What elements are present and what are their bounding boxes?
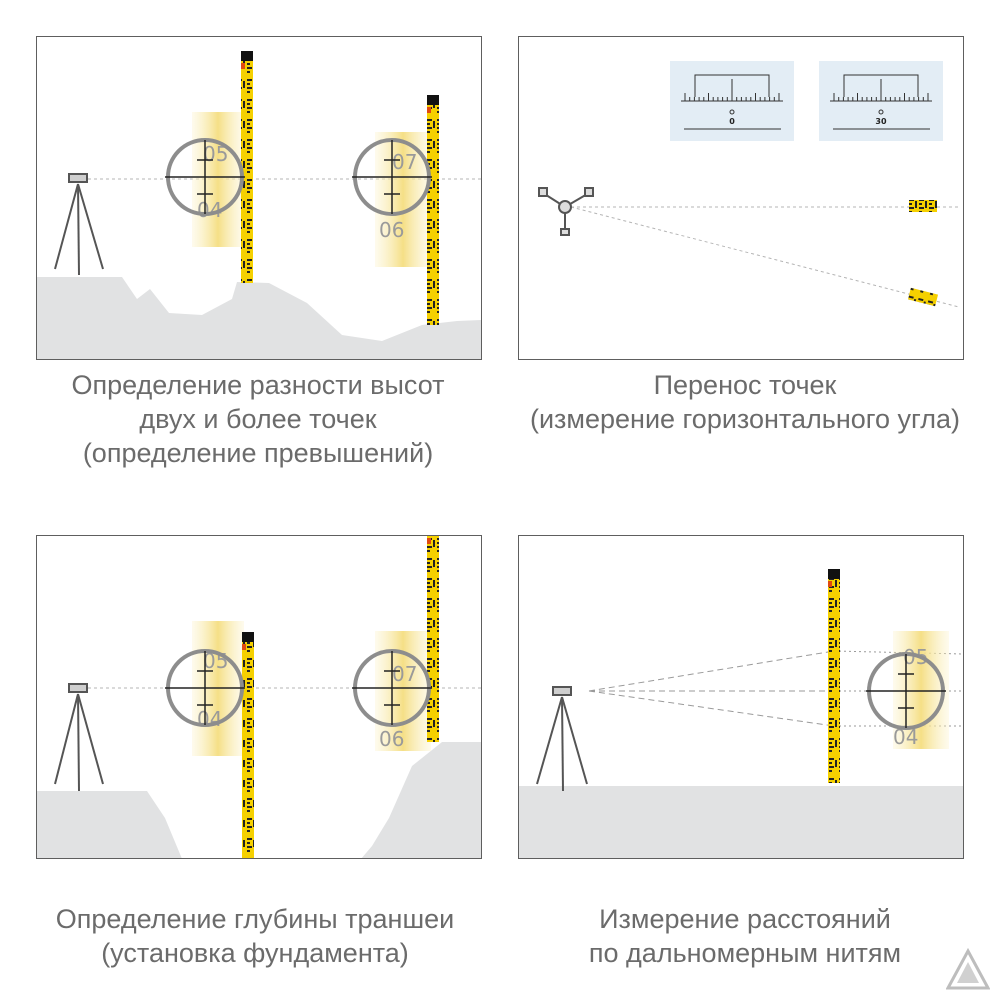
trench-depth-illustration: 05 04 07 06 [37, 536, 481, 858]
caption-stadia-distance: Измерение расстояний по дальномерным нит… [505, 902, 985, 970]
reticle [352, 138, 432, 216]
staff-digit: 07 [392, 662, 417, 686]
panel-trench-depth: 05 04 07 06 [36, 535, 482, 859]
leveling-staff-top-view [907, 287, 939, 307]
leveling-staff [241, 51, 253, 283]
leveling-staff [427, 536, 439, 742]
tripod-top-view [538, 187, 594, 236]
caption-line: (определение превышений) [82, 438, 434, 468]
angle-scale-box: 0 [670, 61, 794, 141]
sight-line [570, 206, 960, 308]
caption-line: двух и более точек [139, 404, 377, 434]
caption-line: (установка фундамента) [101, 938, 409, 968]
staff-digit: 06 [379, 727, 404, 751]
brand-logo-icon [946, 948, 990, 990]
glow-band [192, 112, 244, 247]
reticle [352, 649, 432, 727]
stadia-lines [588, 650, 963, 727]
reticle [165, 649, 245, 727]
terrain [37, 277, 481, 359]
caption-trench-depth: Определение глубины траншеи (установка ф… [15, 902, 495, 970]
level-instrument [54, 173, 104, 276]
level-instrument [54, 683, 104, 792]
leveling-staff [828, 569, 840, 783]
panel-stadia-distance: 05 04 [518, 535, 964, 859]
reticle [866, 652, 946, 730]
ground [519, 786, 963, 858]
point-transfer-illustration: 0 30 [538, 61, 960, 308]
stadia-distance-illustration: 05 04 [519, 569, 963, 858]
caption-line: Определение глубины траншеи [55, 904, 455, 934]
caption-line: Определение разности высот [71, 370, 445, 400]
scale-reading: 30 [875, 117, 887, 126]
height-difference-illustration: 05 04 07 06 [37, 51, 481, 359]
caption-line: (измерение горизонтального угла) [529, 404, 961, 434]
scale-reading: 0 [729, 117, 735, 126]
caption-line: по дальномерным нитям [588, 938, 902, 968]
reticle [165, 138, 245, 216]
leveling-staff [242, 632, 254, 858]
caption-height-difference: Определение разности высот двух и более … [18, 368, 498, 470]
level-instrument [536, 686, 588, 792]
terrain [37, 742, 481, 858]
leveling-staff [427, 95, 439, 325]
caption-line: Измерение расстояний [599, 904, 891, 934]
staff-digit: 07 [392, 150, 417, 174]
panel-height-difference: 05 04 07 06 [36, 36, 482, 360]
leveling-staff-top-view [909, 200, 937, 212]
staff-digit: 04 [197, 707, 222, 731]
angle-scale-box: 30 [819, 61, 943, 141]
panel-point-transfer: 0 30 [518, 36, 964, 360]
caption-line: Перенос точек [653, 370, 837, 400]
staff-digit: 06 [379, 218, 404, 242]
caption-point-transfer: Перенос точек (измерение горизонтального… [505, 368, 985, 436]
